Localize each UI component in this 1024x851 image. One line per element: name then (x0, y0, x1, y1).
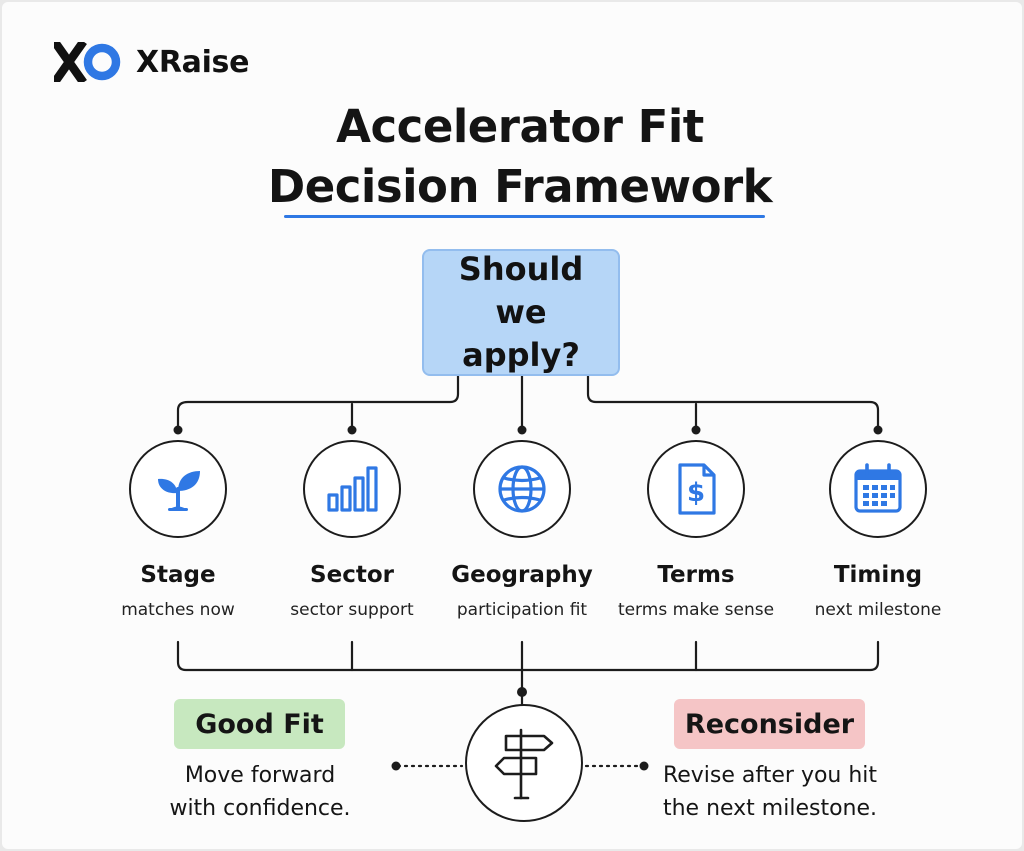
criterion-desc: terms make sense (617, 600, 775, 620)
brand-logo[interactable]: XRaise (54, 42, 249, 82)
criterion-icon-circle (473, 440, 571, 538)
criterion-desc: sector support (290, 600, 414, 620)
criterion-name: Sector (310, 562, 394, 588)
good-fit-description: Move forward with confidence. (142, 759, 378, 825)
title-line-2: Decision Framework (267, 160, 773, 213)
reconsider-badge[interactable]: Reconsider (674, 699, 865, 749)
bar-chart-icon (327, 466, 378, 512)
criterion-icon-circle: $ (647, 440, 745, 538)
criterion-timing[interactable]: Timing next milestone (778, 440, 978, 620)
globe-icon (498, 465, 546, 513)
criterion-desc: matches now (121, 600, 235, 620)
criterion-name: Geography (451, 562, 593, 588)
signpost-icon (494, 728, 554, 800)
criterion-icon-circle (129, 440, 227, 538)
page-title: Accelerator Fit Decision Framework (202, 97, 838, 217)
title-line-1: Accelerator Fit (336, 100, 704, 153)
good-fit-badge[interactable]: Good Fit (174, 699, 345, 749)
calendar-icon (854, 463, 902, 513)
criterion-sector[interactable]: Sector sector support (252, 440, 452, 620)
dollar-document-icon: $ (678, 463, 716, 515)
svg-text:$: $ (687, 478, 705, 508)
criterion-stage[interactable]: Stage matches now (78, 440, 278, 620)
question-box[interactable]: Should we apply? (422, 249, 620, 376)
sprout-icon (158, 471, 200, 511)
good-fit-line-1: Move forward (184, 763, 336, 788)
criterion-geography[interactable]: Geography participation fit (422, 440, 622, 620)
reconsider-line-2: the next milestone. (662, 796, 878, 821)
criterion-icon-circle (303, 440, 401, 538)
criterion-desc: participation fit (456, 600, 588, 620)
good-fit-line-2: with confidence. (169, 796, 351, 821)
criterion-name: Terms (657, 562, 735, 588)
brand-name: XRaise (136, 44, 250, 80)
criterion-name: Timing (833, 562, 923, 588)
criterion-icon-circle (829, 440, 927, 538)
criterion-desc: next milestone (814, 600, 942, 620)
title-underline (284, 215, 765, 218)
decision-node[interactable] (465, 704, 583, 822)
criterion-name: Stage (140, 562, 216, 588)
reconsider-description: Revise after you hit the next milestone. (654, 759, 886, 825)
question-text: Should we apply? (458, 250, 584, 374)
reconsider-line-1: Revise after you hit (662, 763, 878, 788)
criterion-terms[interactable]: $ Terms terms make sense (596, 440, 796, 620)
xo-logo-icon (54, 42, 121, 82)
